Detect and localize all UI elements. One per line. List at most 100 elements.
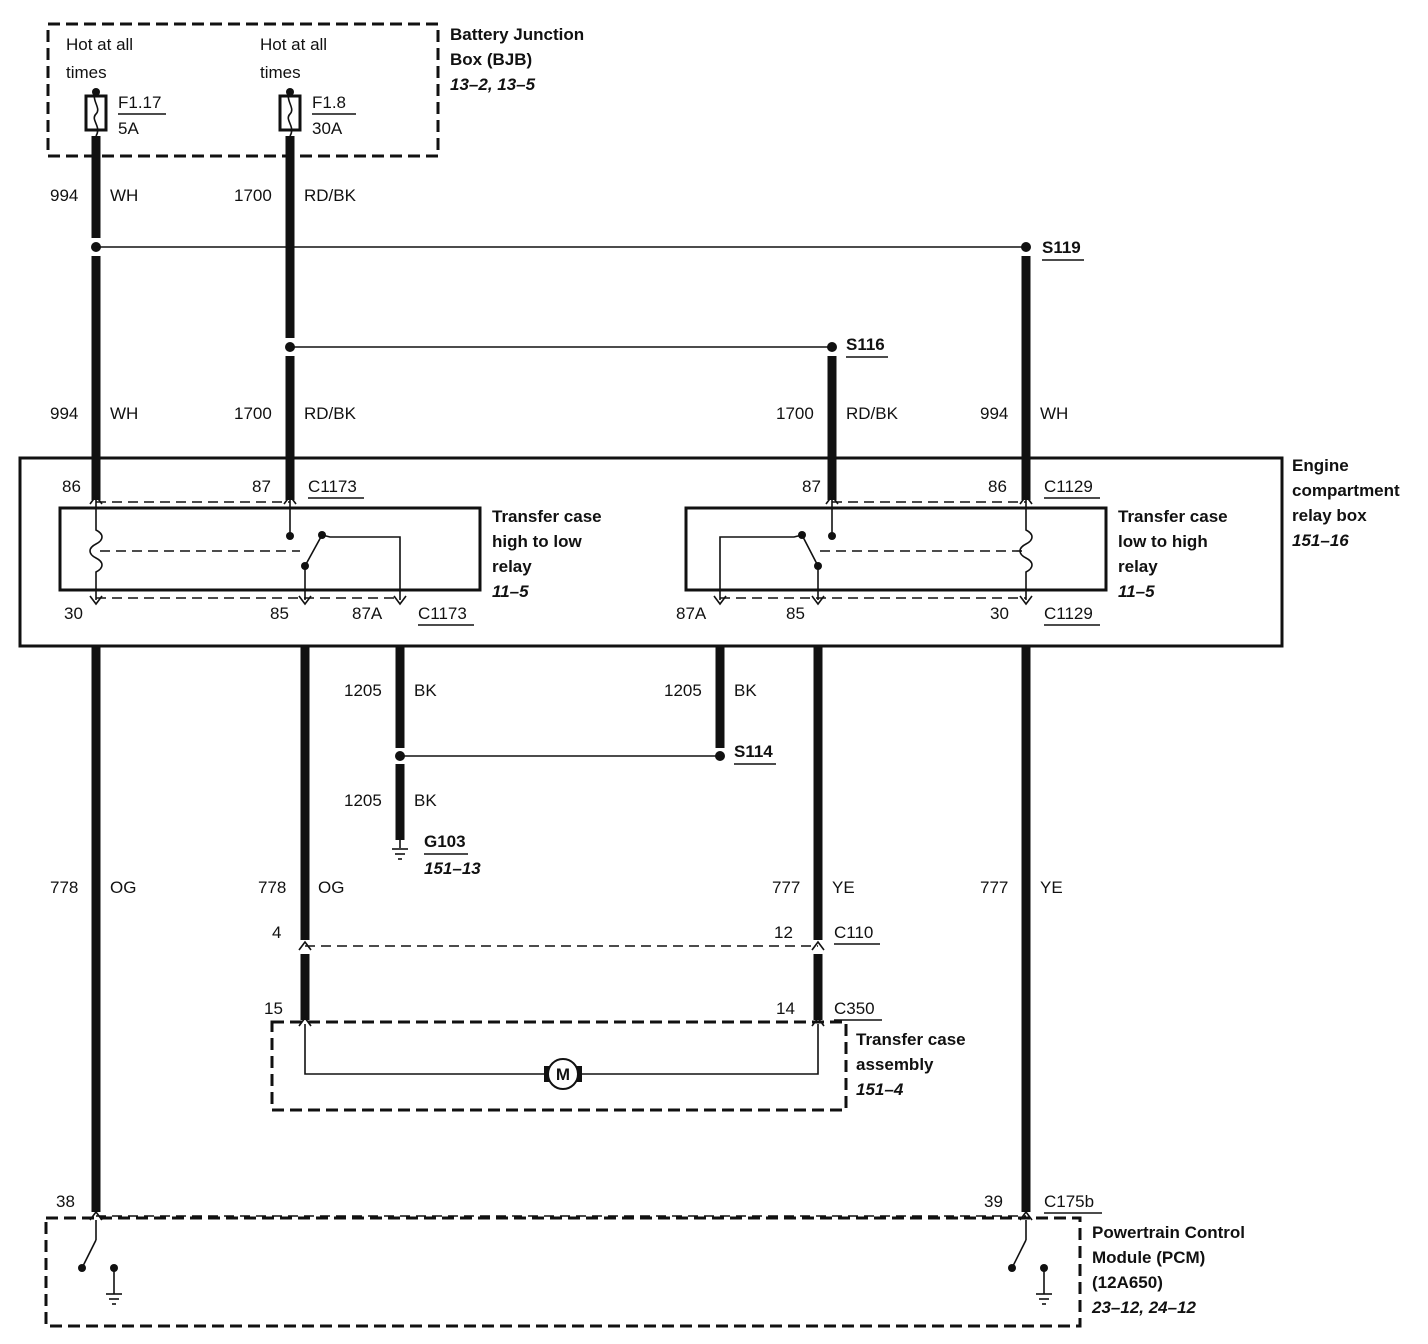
relay2-pin-87a: 87A [676, 604, 707, 623]
motor-symbol: M [556, 1065, 570, 1084]
pcm-name-line1: Powertrain Control [1092, 1223, 1245, 1242]
relay-low-to-high-name3: relay [1118, 557, 1158, 576]
relay1-pin-85: 85 [270, 604, 289, 623]
powertrain-control-module: 38 39 C175b Powertrain Control Module (P… [44, 1192, 1245, 1328]
c350-pin-right: 14 [776, 999, 795, 1018]
pcm-name-line2: Module (PCM) [1092, 1248, 1205, 1267]
splice-s114-dot [715, 751, 725, 761]
bjb-name-line1: Battery Junction [450, 25, 584, 44]
wire-label-994-a: 994 [50, 186, 78, 205]
splice-s116-dot [827, 342, 837, 352]
wire-label-778-b: 778 [258, 878, 286, 897]
relay-low-to-high-ref: 11–5 [1118, 582, 1155, 601]
wire-color-bk-b: BK [734, 681, 757, 700]
pcm-pin-38: 38 [56, 1192, 75, 1211]
relay-box-name-line1: Engine [1292, 456, 1349, 475]
wire-color-wh-a: WH [110, 186, 138, 205]
splice-s116-label: S116 [846, 335, 885, 354]
wire-color-rdbk-b: RD/BK [304, 404, 357, 423]
relay-box-name-line2: compartment [1292, 481, 1400, 500]
relay-high-to-low: Transfer case high to low relay 11–5 86 … [58, 477, 602, 626]
wire-label-777-a: 777 [772, 878, 800, 897]
relay2-pin-30: 30 [990, 604, 1009, 623]
wire-label-1205-b: 1205 [664, 681, 702, 700]
connector-c110: 4 12 C110 [272, 923, 880, 951]
fuse-f1-17-id: F1.17 [118, 93, 161, 112]
wire-color-wh-b: WH [110, 404, 138, 423]
wire-color-bk-c: BK [414, 791, 437, 810]
relay1-conn-top: C1173 [308, 477, 357, 496]
ground-g103-ref: 151–13 [424, 859, 481, 878]
c350-id: C350 [834, 999, 875, 1018]
wire-1205-bk-left [395, 646, 405, 840]
wire-label-1700-c: 1700 [776, 404, 814, 423]
c110-id: C110 [834, 923, 873, 942]
wire-label-1205-c: 1205 [344, 791, 382, 810]
wire-color-og-a: OG [110, 878, 136, 897]
motor-icon: M [544, 1058, 582, 1090]
splice-s114-label: S114 [734, 742, 773, 761]
fuse-f1-17-icon [84, 88, 108, 137]
wire-label-778-a: 778 [50, 878, 78, 897]
c350-pin-left: 15 [264, 999, 283, 1018]
relay-high-to-low-name2: high to low [492, 532, 582, 551]
wire-color-wh-c: WH [1040, 404, 1068, 423]
relay2-pin-85: 85 [786, 604, 805, 623]
pcm-switch-left-icon [78, 1220, 122, 1305]
wire-label-1205-a: 1205 [344, 681, 382, 700]
engine-compartment-relay-box: Engine compartment relay box 151–16 [18, 456, 1400, 648]
relay-box-ref: 151–16 [1292, 531, 1349, 550]
wire-color-ye-b: YE [1040, 878, 1063, 897]
bjb-ref: 13–2, 13–5 [450, 75, 536, 94]
wire-994-wh-left [91, 136, 101, 500]
fuse-f1-8-id: F1.8 [312, 93, 346, 112]
pcm-pin-39: 39 [984, 1192, 1003, 1211]
splice-s119-label: S119 [1042, 238, 1081, 257]
relay-low-to-high: Transfer case low to high relay 11–5 87 … [676, 477, 1228, 626]
wire-color-bk-a: BK [414, 681, 437, 700]
relay1-pin-87a: 87A [352, 604, 383, 623]
wire-label-994-b: 994 [50, 404, 78, 423]
transfer-case-name2: assembly [856, 1055, 934, 1074]
fuse-f1-8-amp: 30A [312, 119, 343, 138]
ground-g103-id: G103 [424, 832, 466, 851]
relay-box-name-line3: relay box [1292, 506, 1367, 525]
transfer-case-assembly: M 15 14 C350 Transfer case assembly 151–… [264, 999, 966, 1112]
relay-high-to-low-name3: relay [492, 557, 532, 576]
fuse-f1-17-amp: 5A [118, 119, 139, 138]
relay1-pin-87: 87 [252, 477, 271, 496]
relay2-conn-bottom: C1129 [1044, 604, 1093, 623]
relay1-conn-bottom: C1173 [418, 604, 467, 623]
wire-color-ye-a: YE [832, 878, 855, 897]
relay-low-to-high-name1: Transfer case [1118, 507, 1228, 526]
relay-high-to-low-ref: 11–5 [492, 582, 529, 601]
transfer-case-ref: 151–4 [856, 1080, 904, 1099]
wire-label-994-c: 994 [980, 404, 1008, 423]
battery-junction-box: Hot at all times Hot at all times F1.17 … [46, 22, 584, 158]
wire-label-1700-b: 1700 [234, 404, 272, 423]
relay1-pin-86: 86 [62, 477, 81, 496]
relay1-pin-30: 30 [64, 604, 83, 623]
hot-at-all-times-2-line1: Hot at all [260, 35, 327, 54]
wire-color-og-b: OG [318, 878, 344, 897]
pcm-ref: 23–12, 24–12 [1091, 1298, 1197, 1317]
pcm-name-line3: (12A650) [1092, 1273, 1163, 1292]
ground-g103-icon [392, 840, 408, 860]
pcm-connector: C175b [1044, 1192, 1094, 1211]
hot-at-all-times-1-line2: times [66, 63, 107, 82]
fuse-f1-8-icon [278, 88, 302, 137]
transfer-case-name1: Transfer case [856, 1030, 966, 1049]
relay2-pin-86: 86 [988, 477, 1007, 496]
relay-high-to-low-name1: Transfer case [492, 507, 602, 526]
relay2-conn-top: C1129 [1044, 477, 1093, 496]
bjb-name-line2: Box (BJB) [450, 50, 532, 69]
pcm-switch-right-icon [1008, 1220, 1052, 1305]
c110-pin-left: 4 [272, 923, 281, 942]
wire-label-777-b: 777 [980, 878, 1008, 897]
wire-color-rdbk-a: RD/BK [304, 186, 357, 205]
wire-label-1700-a: 1700 [234, 186, 272, 205]
relay-low-to-high-name2: low to high [1118, 532, 1208, 551]
hot-at-all-times-2-line2: times [260, 63, 301, 82]
wire-color-rdbk-c: RD/BK [846, 404, 899, 423]
